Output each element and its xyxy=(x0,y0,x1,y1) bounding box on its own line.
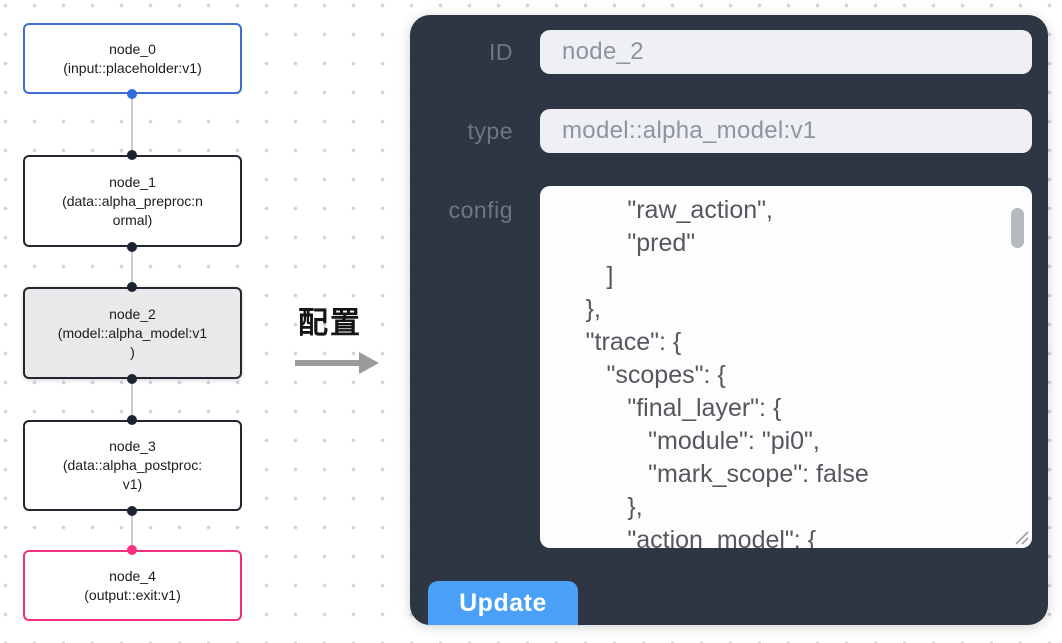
resize-handle-icon[interactable] xyxy=(1013,529,1029,545)
config-field-label: config xyxy=(448,197,513,223)
config-editor: "raw_action", "pred" ] }, "trace": { "sc… xyxy=(540,186,1032,548)
connection-handle-node0-bottom[interactable] xyxy=(127,89,137,99)
edge-node1-node2 xyxy=(131,247,133,288)
node-2-selected[interactable]: node_2 (model::alpha_model:v1 ) xyxy=(23,287,242,379)
connection-handle-node1-top[interactable] xyxy=(127,150,137,160)
id-input[interactable] xyxy=(540,30,1032,74)
node-4[interactable]: node_4 (output::exit:v1) xyxy=(23,550,242,621)
connection-handle-node2-top[interactable] xyxy=(127,282,137,292)
node-1-label: node_1 (data::alpha_preproc:n ormal) xyxy=(62,173,203,228)
update-button[interactable]: Update xyxy=(428,581,578,625)
scrollbar-thumb[interactable] xyxy=(1011,208,1024,248)
transition-annotation: 配置 xyxy=(290,298,400,374)
edge-node3-node4 xyxy=(131,511,133,551)
node-0[interactable]: node_0 (input::placeholder:v1) xyxy=(23,23,242,94)
node-config-panel: ID type config "raw_action", "pred" ] },… xyxy=(410,15,1048,625)
type-input[interactable] xyxy=(540,109,1032,153)
connection-handle-node4-top[interactable] xyxy=(127,545,137,555)
config-textarea[interactable]: "raw_action", "pred" ] }, "trace": { "sc… xyxy=(540,186,1032,548)
connection-handle-node3-top[interactable] xyxy=(127,415,137,425)
flow-canvas[interactable]: node_0 (input::placeholder:v1) node_1 (d… xyxy=(0,0,410,643)
type-field-label: type xyxy=(467,118,513,144)
node-2-label: node_2 (model::alpha_model:v1 ) xyxy=(57,305,208,360)
node-3[interactable]: node_3 (data::alpha_postproc: v1) xyxy=(23,420,242,511)
edge-node0-node1 xyxy=(131,94,133,156)
node-0-label: node_0 (input::placeholder:v1) xyxy=(63,40,202,76)
connection-handle-node3-bottom[interactable] xyxy=(127,506,137,516)
node-3-label: node_3 (data::alpha_postproc: v1) xyxy=(62,438,203,492)
edge-node2-node3 xyxy=(131,379,133,421)
right-arrow-icon xyxy=(290,352,400,374)
node-4-label: node_4 (output::exit:v1) xyxy=(84,567,181,603)
connection-handle-node1-bottom[interactable] xyxy=(127,242,137,252)
node-1[interactable]: node_1 (data::alpha_preproc:n ormal) xyxy=(23,155,242,247)
connection-handle-node2-bottom[interactable] xyxy=(127,374,137,384)
id-field-label: ID xyxy=(489,39,513,65)
transition-label: 配置 xyxy=(298,307,362,340)
